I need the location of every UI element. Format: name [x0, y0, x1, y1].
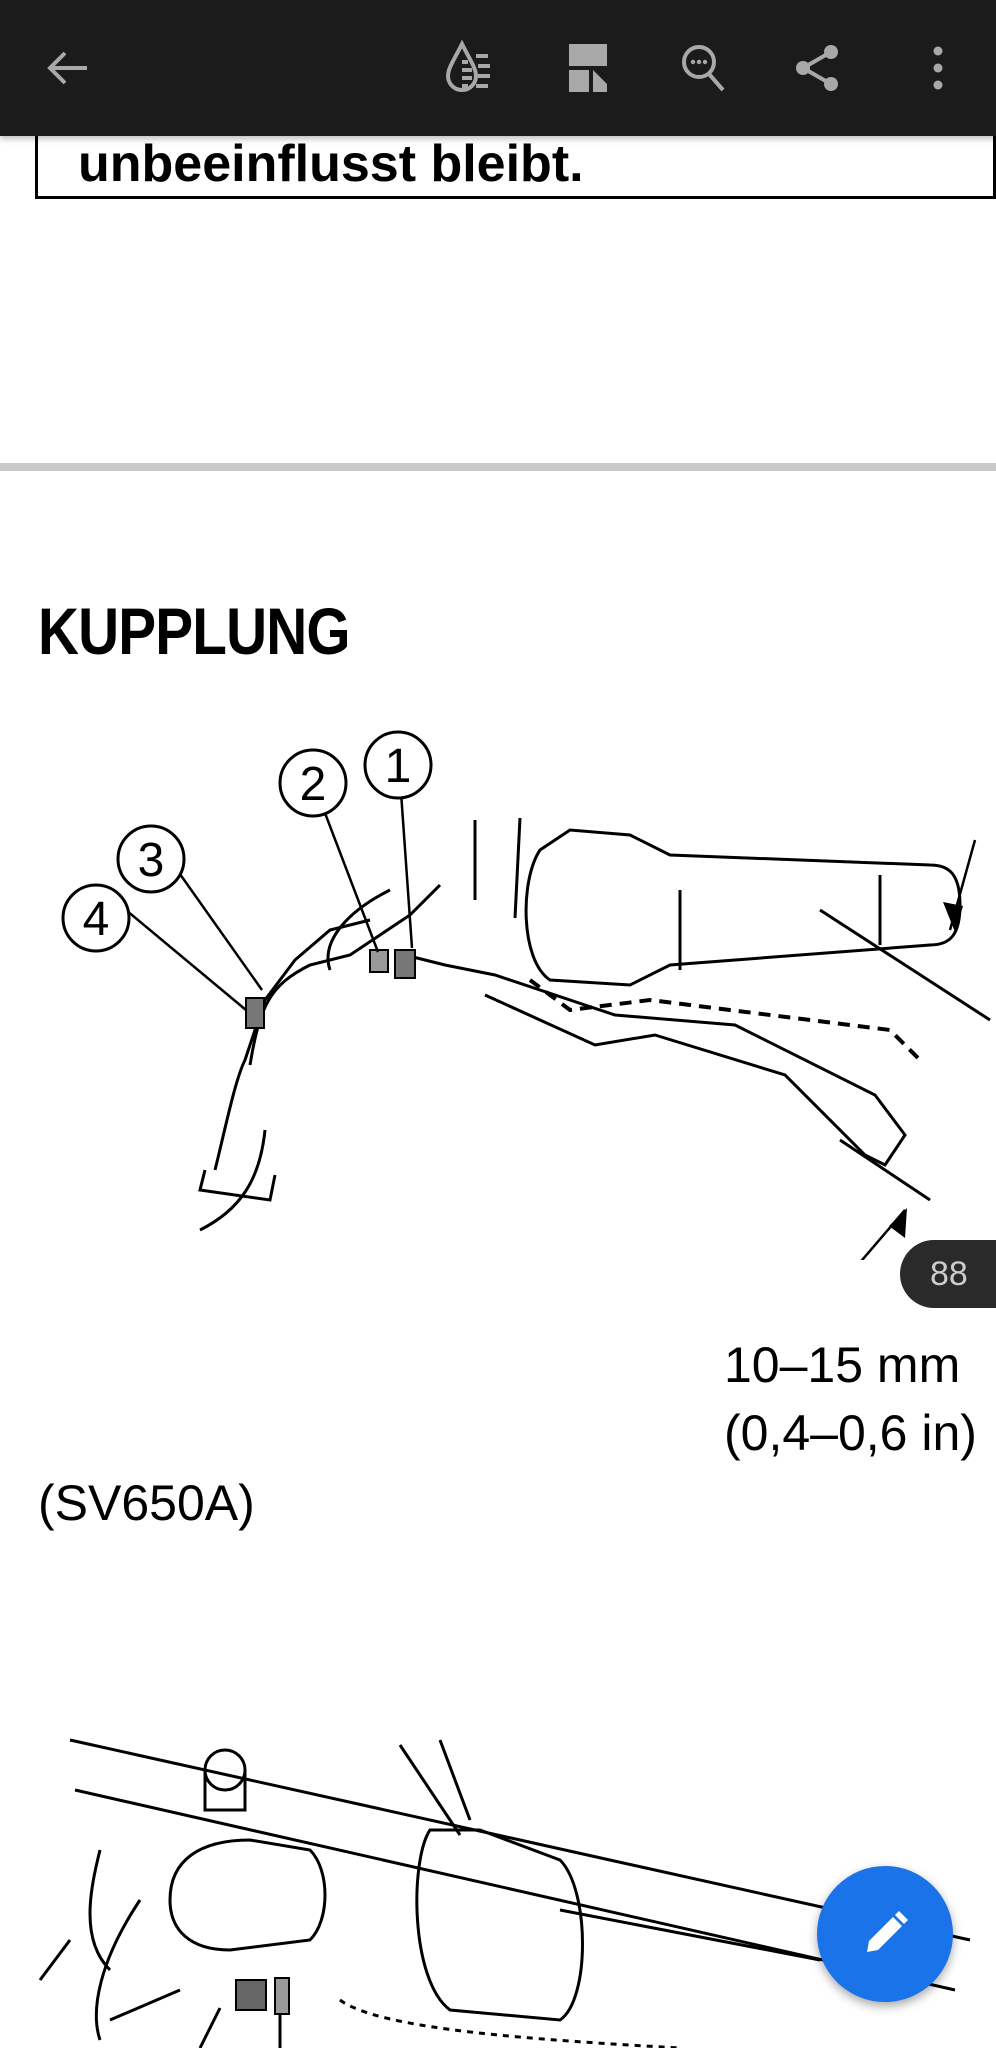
edit-pencil-icon	[867, 1911, 908, 1952]
search-button[interactable]	[674, 38, 734, 98]
more-options-button[interactable]	[908, 38, 968, 98]
edit-fab-button[interactable]	[817, 1866, 953, 2002]
callout-3: 3	[138, 834, 165, 887]
free-play-measurement-in: (0,4–0,6 in)	[724, 1405, 977, 1461]
back-button[interactable]	[38, 38, 98, 98]
share-button[interactable]	[788, 38, 848, 98]
callout-1: 1	[385, 740, 412, 793]
page-layout-icon	[569, 44, 607, 92]
callout-4: 4	[83, 893, 110, 946]
more-options-icon	[933, 46, 943, 90]
back-arrow-icon	[47, 51, 87, 85]
page-divider	[0, 463, 996, 471]
share-icon	[796, 45, 838, 91]
previous-note-box	[35, 100, 996, 199]
clutch-lever-illustration: 1 2 3 4	[61, 730, 991, 1260]
previous-note-text: unbeeinflusst bleibt.	[78, 135, 584, 193]
section-heading: KUPPLUNG	[38, 594, 350, 668]
reading-mode-button[interactable]	[442, 38, 502, 98]
search-in-document-icon	[682, 45, 725, 92]
model-label: (SV650A)	[38, 1475, 255, 1531]
page-number-badge: 88	[900, 1240, 996, 1308]
free-play-measurement-mm: 10–15 mm	[724, 1337, 961, 1393]
callout-2: 2	[300, 758, 327, 811]
top-toolbar	[0, 0, 996, 136]
reading-mode-icon	[445, 39, 490, 92]
page-layout-button[interactable]	[558, 38, 618, 98]
sv650a-handlebar-illustration	[38, 1738, 971, 2048]
